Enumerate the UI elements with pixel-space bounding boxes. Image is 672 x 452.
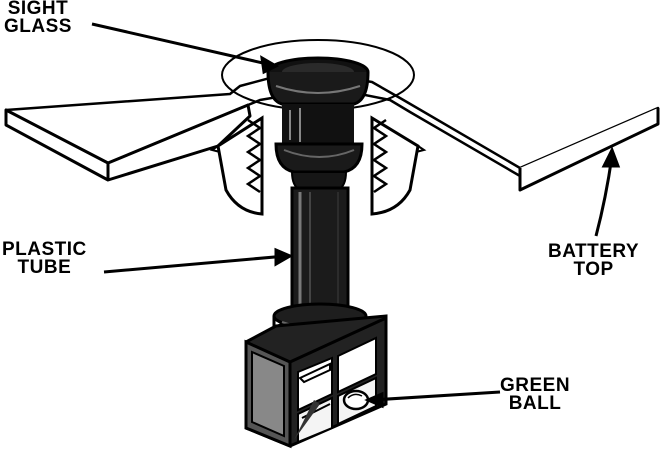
battery-top-label: BATTERY TOP [548,241,640,280]
green-ball-label: GREEN BALL [500,375,571,414]
sight-glass-label-line1: SIGHT [7,0,69,19]
plastic-tube [290,186,350,316]
plastic-tube-label-line1: PLASTIC [2,239,87,260]
plastic-tube-leader [103,254,287,274]
plastic-tube-label: PLASTIC TUBE [2,239,87,278]
sight-glass-leader [91,22,277,68]
leader-lines [91,22,621,409]
battery-top-label-line2: TOP [573,259,614,280]
sight-glass-label: SIGHT GLASS [4,0,72,36]
threaded-housing [209,115,427,216]
green-ball-leader [371,390,501,402]
sight-glass-label-line2: GLASS [4,16,72,37]
sight-glass-cap [266,56,370,144]
green-ball-label-line2: BALL [508,393,562,414]
battery-top-leader [594,155,614,237]
battery-top-label-line1: BATTERY [548,241,640,262]
ball-cage [244,314,388,449]
green-ball-label-line1: GREEN [500,375,571,396]
tube-collar [274,142,364,191]
plastic-tube-label-line2: TUBE [17,257,72,278]
